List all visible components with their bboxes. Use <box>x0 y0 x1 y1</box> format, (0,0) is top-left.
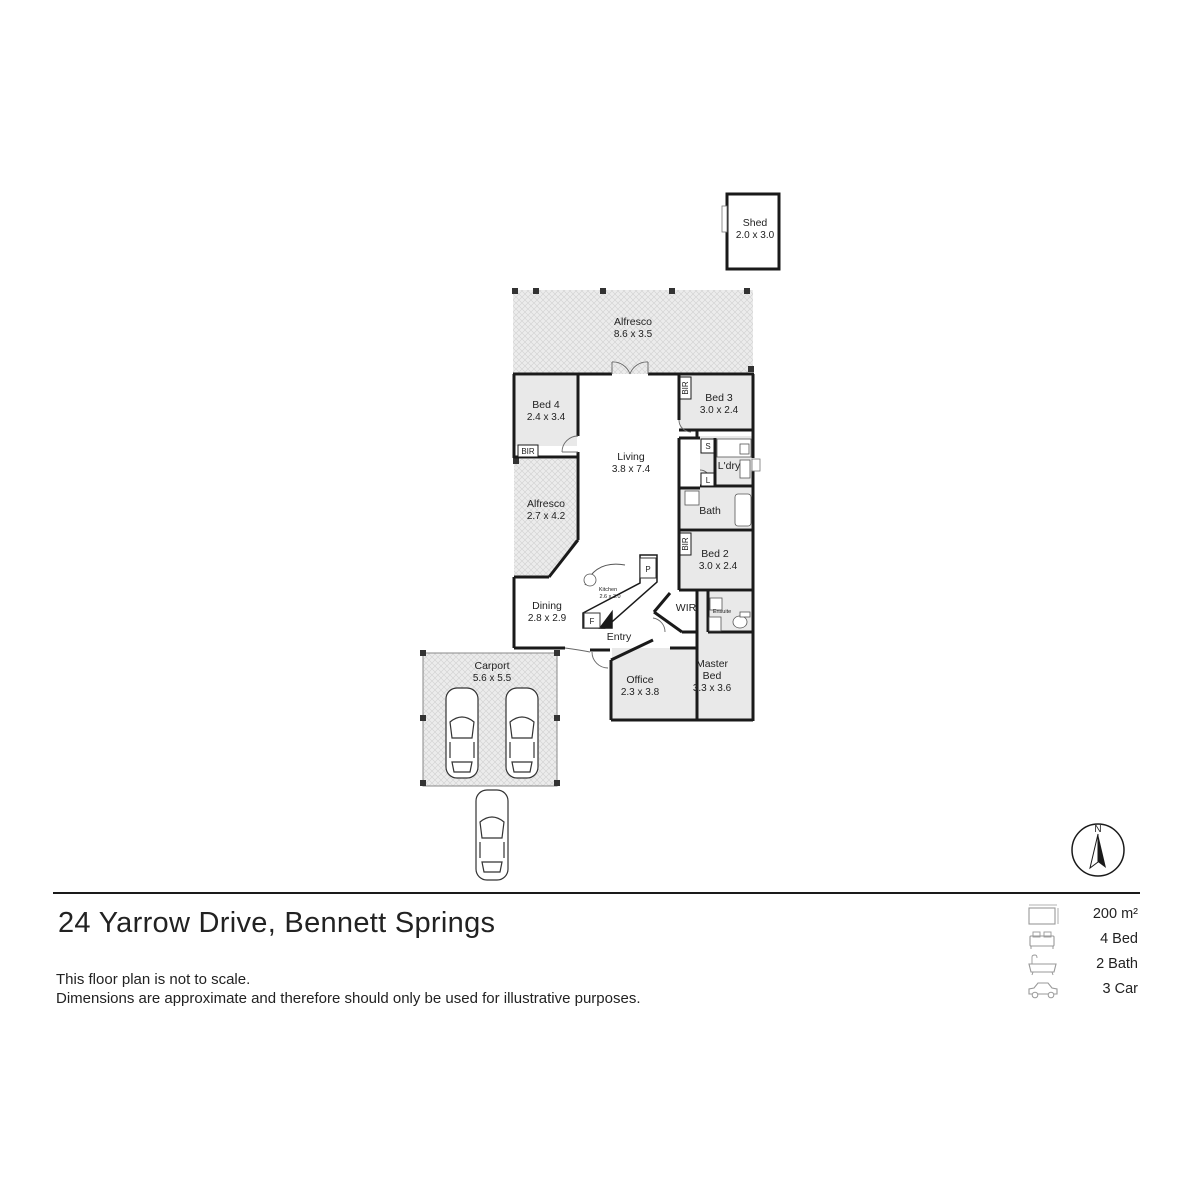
car-icon <box>1028 982 1058 999</box>
stat-car: 3 Car <box>1020 978 1140 1003</box>
laundry-label: L'dry <box>718 460 741 472</box>
living-dims: 3.8 x 7.4 <box>612 464 651 475</box>
bath-value: 2 Bath <box>1096 956 1138 972</box>
shed: Shed 2.0 x 3.0 <box>721 192 781 271</box>
bath-label: Bath <box>699 505 721 517</box>
kitchen-dims: 2.6 x 3.0 <box>599 594 620 600</box>
car-value: 3 Car <box>1102 981 1138 997</box>
dining-dims: 2.8 x 2.9 <box>528 613 567 624</box>
wir-label: WIR <box>676 602 697 614</box>
bir-marker-bed2: BIR <box>681 537 690 551</box>
carport: Carport 5.6 x 5.5 <box>420 650 560 787</box>
office-label: Office <box>626 674 653 686</box>
bed2-label: Bed 2 <box>701 548 729 560</box>
carport-dims: 5.6 x 5.5 <box>473 673 512 684</box>
fixtures <box>684 438 761 632</box>
compass-icon: N <box>1071 823 1125 877</box>
dining-label: Dining <box>532 600 562 612</box>
footer-divider <box>53 892 1140 894</box>
disclaimer: This floor plan is not to scale. Dimensi… <box>56 970 641 1008</box>
floor-area-icon <box>1028 904 1059 925</box>
alfresco-main: Alfresco 8.6 x 3.5 <box>512 288 754 374</box>
alfresco-main-label: Alfresco <box>614 316 652 328</box>
bed3-label: Bed 3 <box>705 392 733 404</box>
bed3-dims: 3.0 x 2.4 <box>700 405 739 416</box>
bed-value: 4 Bed <box>1100 931 1138 947</box>
alfresco-main-dims: 8.6 x 3.5 <box>614 329 653 340</box>
disclaimer-line-2: Dimensions are approximate and therefore… <box>56 990 641 1007</box>
linen-marker: L <box>706 476 711 485</box>
alfresco-side-label: Alfresco <box>527 498 565 510</box>
property-stats: 200 m² 4 Bed 2 Bath 3 Car <box>1020 903 1140 1003</box>
fridge-marker: F <box>590 617 595 626</box>
bed4-dims: 2.4 x 3.4 <box>527 412 566 423</box>
bath-icon <box>1028 954 1057 976</box>
master-bed-label: Master <box>696 658 729 670</box>
disclaimer-line-1: This floor plan is not to scale. <box>56 971 251 988</box>
floor-plan: Shed 2.0 x 3.0 Alfresco 8.6 x 3.5 Alfres… <box>420 192 1125 881</box>
pantry-marker: P <box>645 565 650 574</box>
room-fills <box>515 376 752 720</box>
carport-label: Carport <box>474 660 509 672</box>
bed-icon <box>1029 931 1055 949</box>
kitchen-bench <box>582 554 658 629</box>
living-label: Living <box>617 451 645 463</box>
stat-bath: 2 Bath <box>1020 953 1140 978</box>
room-labels: Bed 4 2.4 x 3.4 Bed 3 3.0 x 2.4 Living 3… <box>527 392 741 698</box>
kitchen-label: Kitchen <box>599 587 617 593</box>
bir-marker-bed3: BIR <box>681 381 690 395</box>
shed-dims: 2.0 x 3.0 <box>736 230 775 241</box>
compass-label: N <box>1094 824 1101 835</box>
bir-marker-bed4: BIR <box>521 447 535 456</box>
floor-area-value: 200 m² <box>1092 906 1138 922</box>
master-bed-dims: 3.3 x 3.6 <box>693 683 732 694</box>
ensuite-label: Ensuite <box>713 609 731 615</box>
master-bed-label-2: Bed <box>703 670 722 682</box>
car-icon <box>445 687 539 881</box>
office-dims: 2.3 x 3.8 <box>621 687 660 698</box>
shower-marker: S <box>705 442 710 451</box>
bed4-label: Bed 4 <box>532 399 560 411</box>
alfresco-side: Alfresco 2.7 x 4.2 <box>513 458 577 578</box>
entry-label: Entry <box>607 631 632 643</box>
bed2-dims: 3.0 x 2.4 <box>699 561 738 572</box>
stat-floor-area: 200 m² <box>1020 903 1140 928</box>
alfresco-side-dims: 2.7 x 4.2 <box>527 511 566 522</box>
stat-bed: 4 Bed <box>1020 928 1140 953</box>
shed-label: Shed <box>743 217 768 229</box>
property-address: 24 Yarrow Drive, Bennett Springs <box>58 907 496 939</box>
markers: BIR BIR BIR S L P F <box>517 376 715 626</box>
